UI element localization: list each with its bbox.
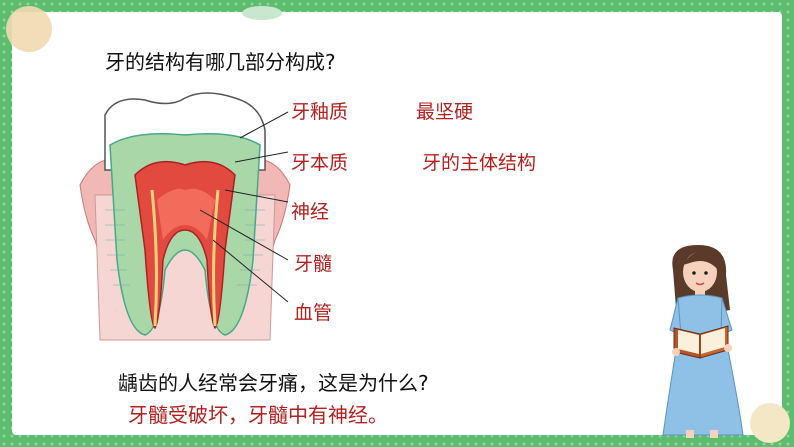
girl-reading-illustration — [662, 245, 744, 438]
corner-decoration — [242, 6, 282, 20]
label-nerve: 神经 — [291, 201, 330, 223]
question-structure: 牙的结构有哪几部分构成? — [105, 50, 336, 74]
answer-toothache: 牙髓受破坏，牙髓中有神经。 — [128, 403, 388, 427]
label-pulp: 牙髓 — [294, 253, 333, 275]
label-blood-vessel: 血管 — [294, 302, 333, 324]
label-enamel: 牙釉质 — [291, 101, 349, 123]
corner-decoration — [750, 403, 790, 443]
label-dentin: 牙本质 — [291, 152, 349, 174]
tooth-diagram — [79, 92, 291, 341]
desc-dentin: 牙的主体结构 — [422, 152, 537, 174]
question-toothache: 龋齿的人经常会牙痛，这是为什么? — [118, 371, 429, 395]
corner-decoration — [6, 6, 52, 52]
desc-enamel: 最坚硬 — [416, 101, 474, 123]
